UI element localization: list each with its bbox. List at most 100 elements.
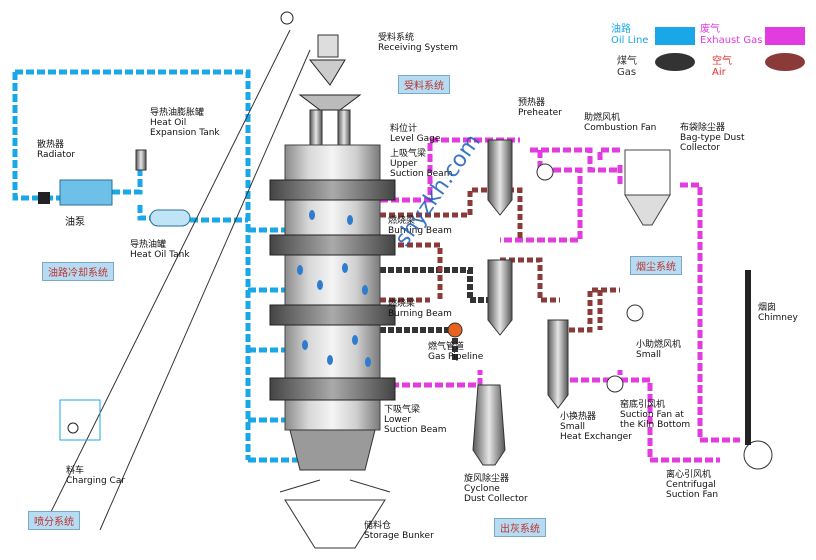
bag-filter-hopper: [624, 194, 671, 226]
distribution-system-box: 喷分系统: [28, 511, 80, 530]
upper-beam-en2: Suction Beam: [390, 169, 453, 179]
burning2-cn: 燃烧梁: [388, 299, 416, 309]
small-hx-cn: 小换热器: [560, 412, 597, 422]
small-fan-cn: 小助燃风机: [636, 340, 682, 350]
charging-en: Charging Car: [66, 476, 126, 486]
legend-gas-swatch: [655, 53, 695, 71]
burning2-en: Burning Beam: [388, 309, 452, 319]
burning1-en: Burning Beam: [388, 226, 452, 236]
centrifugal-en1: Centrifugal: [666, 480, 716, 490]
bottom-fan-en2: the Kiln Bottom: [620, 420, 691, 430]
burning1-cn: 燃烧梁: [388, 216, 416, 226]
gas-pipe-cn: 燃气管道: [428, 342, 465, 352]
lower-beam-cn: 下吸气梁: [384, 405, 421, 415]
preheater-cn: 预热器: [518, 98, 546, 108]
oil-tank-en: Heat Oil Tank: [130, 250, 190, 260]
upper-beam-en1: Upper: [390, 159, 418, 169]
cyclone-shape: [472, 384, 506, 466]
kiln-particles: [297, 210, 371, 367]
preheater-en: Preheater: [518, 108, 562, 118]
pump-label: 油泵: [65, 217, 85, 228]
kiln-body: [269, 144, 396, 471]
bag-filter-cn: 布袋除尘器: [680, 123, 726, 133]
cyclone-en2: Dust Collector: [464, 494, 528, 504]
combustion-fan-en: Combustion Fan: [584, 123, 657, 133]
chute-right: [349, 479, 391, 493]
cyclone-cn: 旋风除尘器: [464, 474, 510, 484]
centrifugal-en2: Suction Fan: [666, 490, 719, 500]
rail-left: [41, 29, 291, 531]
radiator-en: Radiator: [37, 150, 76, 160]
oil-tank-cn: 导热油罐: [130, 240, 167, 250]
preheater-shape: [487, 139, 513, 216]
legend-air-en: Air: [712, 67, 726, 78]
heat-oil-tank-shape: [149, 209, 191, 227]
expansion-en2: Expansion Tank: [150, 128, 220, 138]
bag-filter-shape: [624, 149, 671, 196]
radiator-cn: 散热器: [37, 140, 65, 150]
preheater2-shape: [487, 259, 513, 336]
lower-beam-en1: Lower: [384, 415, 411, 425]
charging-car-shape: [59, 399, 101, 441]
expansion-cn: 导热油膨胀罐: [150, 108, 205, 118]
legend-oil-en: Oil Line: [611, 35, 649, 46]
legend-air-cn: 空气: [712, 56, 732, 67]
bag-filter-en1: Bag-type Dust: [680, 133, 745, 143]
oil-line: [12, 69, 300, 463]
receiving-en: Receiving System: [378, 43, 459, 53]
cyclone-en1: Cyclone: [464, 484, 500, 494]
centrifugal-cn: 离心引风机: [666, 470, 712, 480]
pulley-icon: [280, 11, 294, 25]
legend-gas-en: Gas: [617, 67, 637, 78]
oil-cooling-system-box: 油路冷却系统: [42, 262, 114, 281]
legend-exhaust-en: Exhaust Gas: [700, 35, 763, 46]
gas-pipe-en: Gas Pipeline: [428, 352, 484, 362]
radiator-shape: [59, 179, 113, 206]
legend-air-swatch: [765, 53, 805, 71]
small-fan-shape: [626, 304, 644, 322]
legend-exhaust-swatch: [765, 27, 805, 45]
chimney-shape: [745, 270, 751, 445]
pulley-bottom-icon: [67, 422, 79, 434]
combustion-fan-shape: [536, 163, 554, 181]
receiving-cn: 受料系统: [378, 33, 415, 43]
chute-left: [279, 479, 321, 493]
bag-filter-en2: Collector: [680, 143, 721, 153]
legend-oil-cn: 油路: [611, 24, 631, 35]
legend-gas-cn: 煤气: [617, 56, 637, 67]
storage-bunker-shape: [284, 499, 386, 549]
air-line: [380, 187, 620, 333]
charging-cn: 料车: [66, 466, 85, 476]
chimney-en: Chimney: [758, 313, 798, 323]
gas-valve: [447, 322, 463, 338]
small-hx-en1: Small: [560, 422, 585, 432]
chimney-cn: 烟囱: [758, 303, 777, 313]
legend-exhaust-cn: 废气: [700, 24, 720, 35]
level-en: Level Gage: [390, 134, 441, 144]
bottom-fan-en1: Suction Fan at: [620, 410, 684, 420]
pump-shape: [38, 192, 50, 204]
